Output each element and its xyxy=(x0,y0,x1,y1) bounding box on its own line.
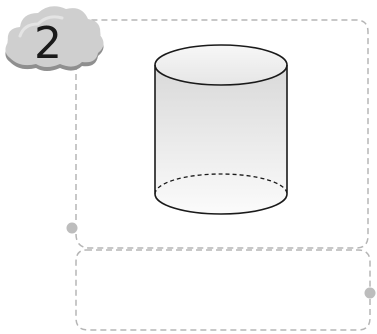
cloud-highlight xyxy=(18,15,64,38)
connector-dot-right xyxy=(364,287,376,299)
answer-frame xyxy=(75,249,371,331)
cylinder-figure xyxy=(154,44,288,215)
cloud-icon xyxy=(5,6,104,71)
cylinder-top xyxy=(154,44,288,86)
cylinder-body xyxy=(155,65,287,214)
cylinder-bottom-front xyxy=(154,193,288,215)
cloud-body xyxy=(5,6,104,67)
cylinder-bottom-hidden xyxy=(154,173,288,195)
problem-number: 2 xyxy=(34,18,62,69)
connector-dot-left xyxy=(66,222,78,234)
